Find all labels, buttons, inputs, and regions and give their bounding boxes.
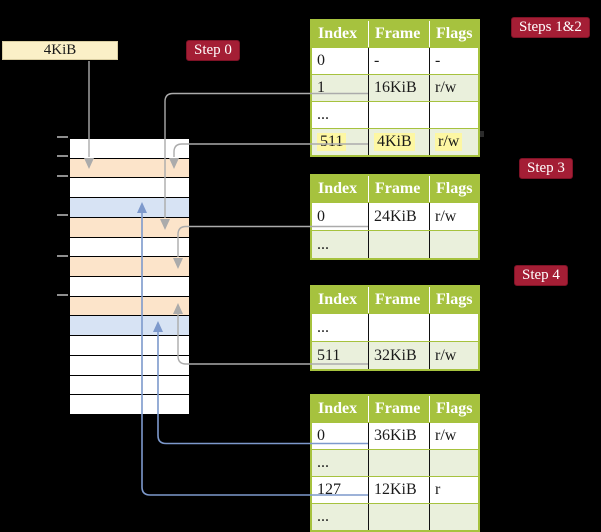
cell-flags	[429, 102, 478, 128]
header-flags: Flags	[429, 396, 478, 422]
address-tick	[57, 155, 68, 157]
page-table-step-4-upper: Index Frame Flags ... 511 32KiB r/w	[310, 285, 480, 371]
cell-frame	[368, 102, 429, 128]
cell-flags	[429, 231, 478, 258]
memory-frame-row	[70, 197, 189, 217]
page-table-step-4-lower: Index Frame Flags 0 36KiB r/w ... 127 12…	[310, 394, 480, 532]
address-tick	[57, 214, 68, 216]
cell-flags: r/w	[429, 129, 478, 155]
header-frame: Frame	[368, 176, 429, 202]
cell-index: ...	[317, 235, 329, 253]
memory-frame-row	[70, 394, 189, 415]
header-frame: Frame	[368, 396, 429, 422]
memory-frame-row	[70, 354, 189, 375]
connector-stub	[480, 131, 484, 137]
memory-frame-row	[70, 276, 189, 296]
table-row: 0 36KiB r/w	[312, 422, 478, 449]
cell-frame	[368, 504, 429, 530]
cell-index: 1	[317, 79, 325, 96]
cell-flags	[429, 314, 478, 341]
table-header-row: Index Frame Flags	[312, 396, 478, 422]
cell-index: 511	[312, 129, 368, 155]
memory-frame-row	[70, 216, 189, 237]
table-row: ...	[312, 503, 478, 530]
cell-flags: r	[429, 477, 478, 503]
table-row: ...	[312, 101, 478, 128]
cell-frame: 16KiB	[368, 75, 429, 101]
step-3-badge: Step 3	[519, 158, 573, 179]
header-frame: Frame	[368, 287, 429, 313]
table-header-row: Index Frame Flags	[312, 176, 478, 202]
memory-frame-row	[70, 236, 189, 257]
table-row: 127 12KiB r	[312, 476, 478, 503]
physical-memory-column	[69, 138, 190, 415]
table-row: ...	[312, 313, 478, 341]
table-header-row: Index Frame Flags	[312, 21, 478, 47]
cell-flags: r/w	[429, 203, 478, 230]
table-row: ...	[312, 449, 478, 476]
header-flags: Flags	[429, 287, 478, 313]
cell-flags	[429, 450, 478, 476]
cell-index: ...	[317, 106, 329, 123]
highlight: 4KiB	[374, 133, 415, 151]
table-row: 511 32KiB r/w	[312, 341, 478, 369]
memory-frame-row	[70, 139, 189, 158]
highlight: 511	[317, 133, 347, 151]
cell-frame: 32KiB	[368, 342, 429, 369]
table-row-highlighted: 511 4KiB r/w	[312, 128, 478, 155]
cell-frame: 24KiB	[368, 203, 429, 230]
cell-index: 511	[317, 346, 341, 364]
steps-1-2-badge: Steps 1&2	[511, 17, 590, 38]
cell-flags: r/w	[429, 342, 478, 369]
memory-frame-row	[70, 374, 189, 395]
cell-flags: r/w	[429, 423, 478, 449]
table-row: 0 - -	[312, 47, 478, 74]
cell-index: ...	[317, 318, 329, 336]
memory-frame-row	[70, 315, 189, 336]
cell-frame: 12KiB	[368, 477, 429, 503]
header-index: Index	[318, 400, 358, 417]
step-4-badge: Step 4	[514, 265, 568, 286]
cell-index: ...	[317, 508, 329, 525]
cell-frame: 4KiB	[368, 129, 429, 155]
address-tick	[57, 294, 68, 296]
highlight: r/w	[435, 133, 463, 151]
cell-flags: r/w	[429, 75, 478, 101]
cell-index: 127	[317, 481, 341, 498]
cell-flags	[429, 504, 478, 530]
address-tick	[57, 175, 68, 177]
memory-frame-row	[70, 177, 189, 198]
header-flags: Flags	[429, 21, 478, 47]
memory-frame-row	[70, 335, 189, 355]
header-index: Index	[318, 25, 358, 42]
cell-frame: -	[368, 48, 429, 74]
header-frame: Frame	[368, 21, 429, 47]
cell-frame	[368, 231, 429, 258]
cell-frame: 36KiB	[368, 423, 429, 449]
address-tick	[57, 255, 68, 257]
header-flags: Flags	[429, 176, 478, 202]
memory-frame-row	[70, 157, 189, 178]
header-index: Index	[318, 291, 358, 308]
memory-frame-row	[70, 295, 189, 316]
cell-frame	[368, 314, 429, 341]
table-row: ...	[312, 230, 478, 258]
cell-index: 0	[317, 52, 325, 69]
frame-size-label: 4KiB	[2, 41, 118, 60]
cell-frame	[368, 450, 429, 476]
page-table-step-3: Index Frame Flags 0 24KiB r/w ...	[310, 174, 480, 260]
table-row: 1 16KiB r/w	[312, 74, 478, 101]
cell-index: 0	[317, 207, 325, 225]
table-row: 0 24KiB r/w	[312, 202, 478, 230]
cell-index: 0	[317, 427, 325, 444]
address-tick	[57, 136, 68, 138]
page-table-steps-1-2: Index Frame Flags 0 - - 1 16KiB r/w ... …	[310, 19, 480, 157]
memory-frame-row	[70, 256, 189, 277]
cell-index: ...	[317, 454, 329, 471]
table-header-row: Index Frame Flags	[312, 287, 478, 313]
header-index: Index	[318, 180, 358, 197]
cell-flags: -	[429, 48, 478, 74]
step-0-badge: Step 0	[186, 40, 240, 61]
